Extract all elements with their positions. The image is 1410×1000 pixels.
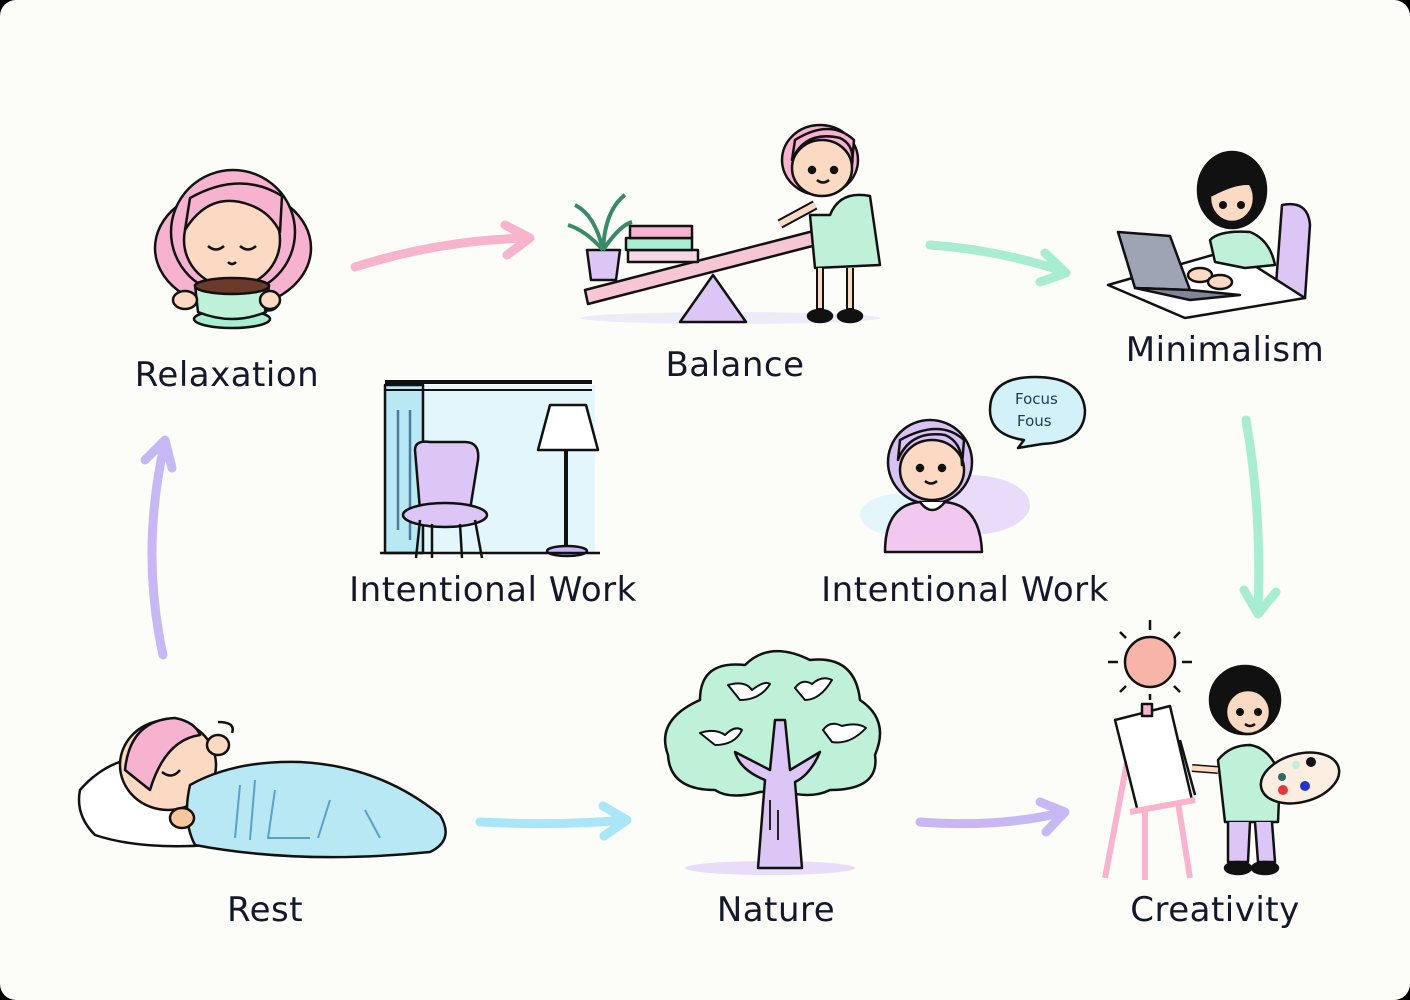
speech-bubble-line2: Fous: [1017, 412, 1052, 430]
node-label-relaxation: Relaxation: [134, 355, 320, 395]
arrow-rest-to-relaxation: [140, 435, 177, 660]
tree-with-birds-icon: [663, 649, 882, 875]
arrow-minimalism-to-creativity: [1239, 415, 1281, 619]
node-label-creativity: Creativity: [1130, 890, 1300, 930]
speech-bubble-line1: Focus: [1015, 390, 1058, 408]
arrow-nature-to-creativity: [915, 797, 1070, 837]
arrow-relaxation-to-balance: [350, 220, 535, 272]
node-label-intentional-work-1: Intentional Work: [349, 570, 637, 610]
arrow-balance-to-minimalism: [925, 240, 1071, 287]
node-label-intentional-work-2: Intentional Work: [821, 570, 1109, 610]
girl-with-speech-bubble-icon: Focus Fous: [860, 375, 1087, 554]
room-with-chair-and-lamp-icon: [380, 380, 600, 559]
node-label-nature: Nature: [716, 890, 836, 930]
node-label-rest: Rest: [226, 890, 304, 930]
girl-at-laptop-icon: [1106, 150, 1312, 320]
node-label-minimalism: Minimalism: [1125, 330, 1325, 370]
girl-with-tea-cup-icon: [153, 168, 313, 330]
girl-painting-easel-icon: [1102, 620, 1341, 880]
sleeping-child-icon: [77, 716, 447, 859]
girl-with-seesaw-icon: [567, 123, 882, 324]
arrow-rest-to-nature: [475, 801, 632, 841]
node-label-balance: Balance: [665, 345, 805, 385]
